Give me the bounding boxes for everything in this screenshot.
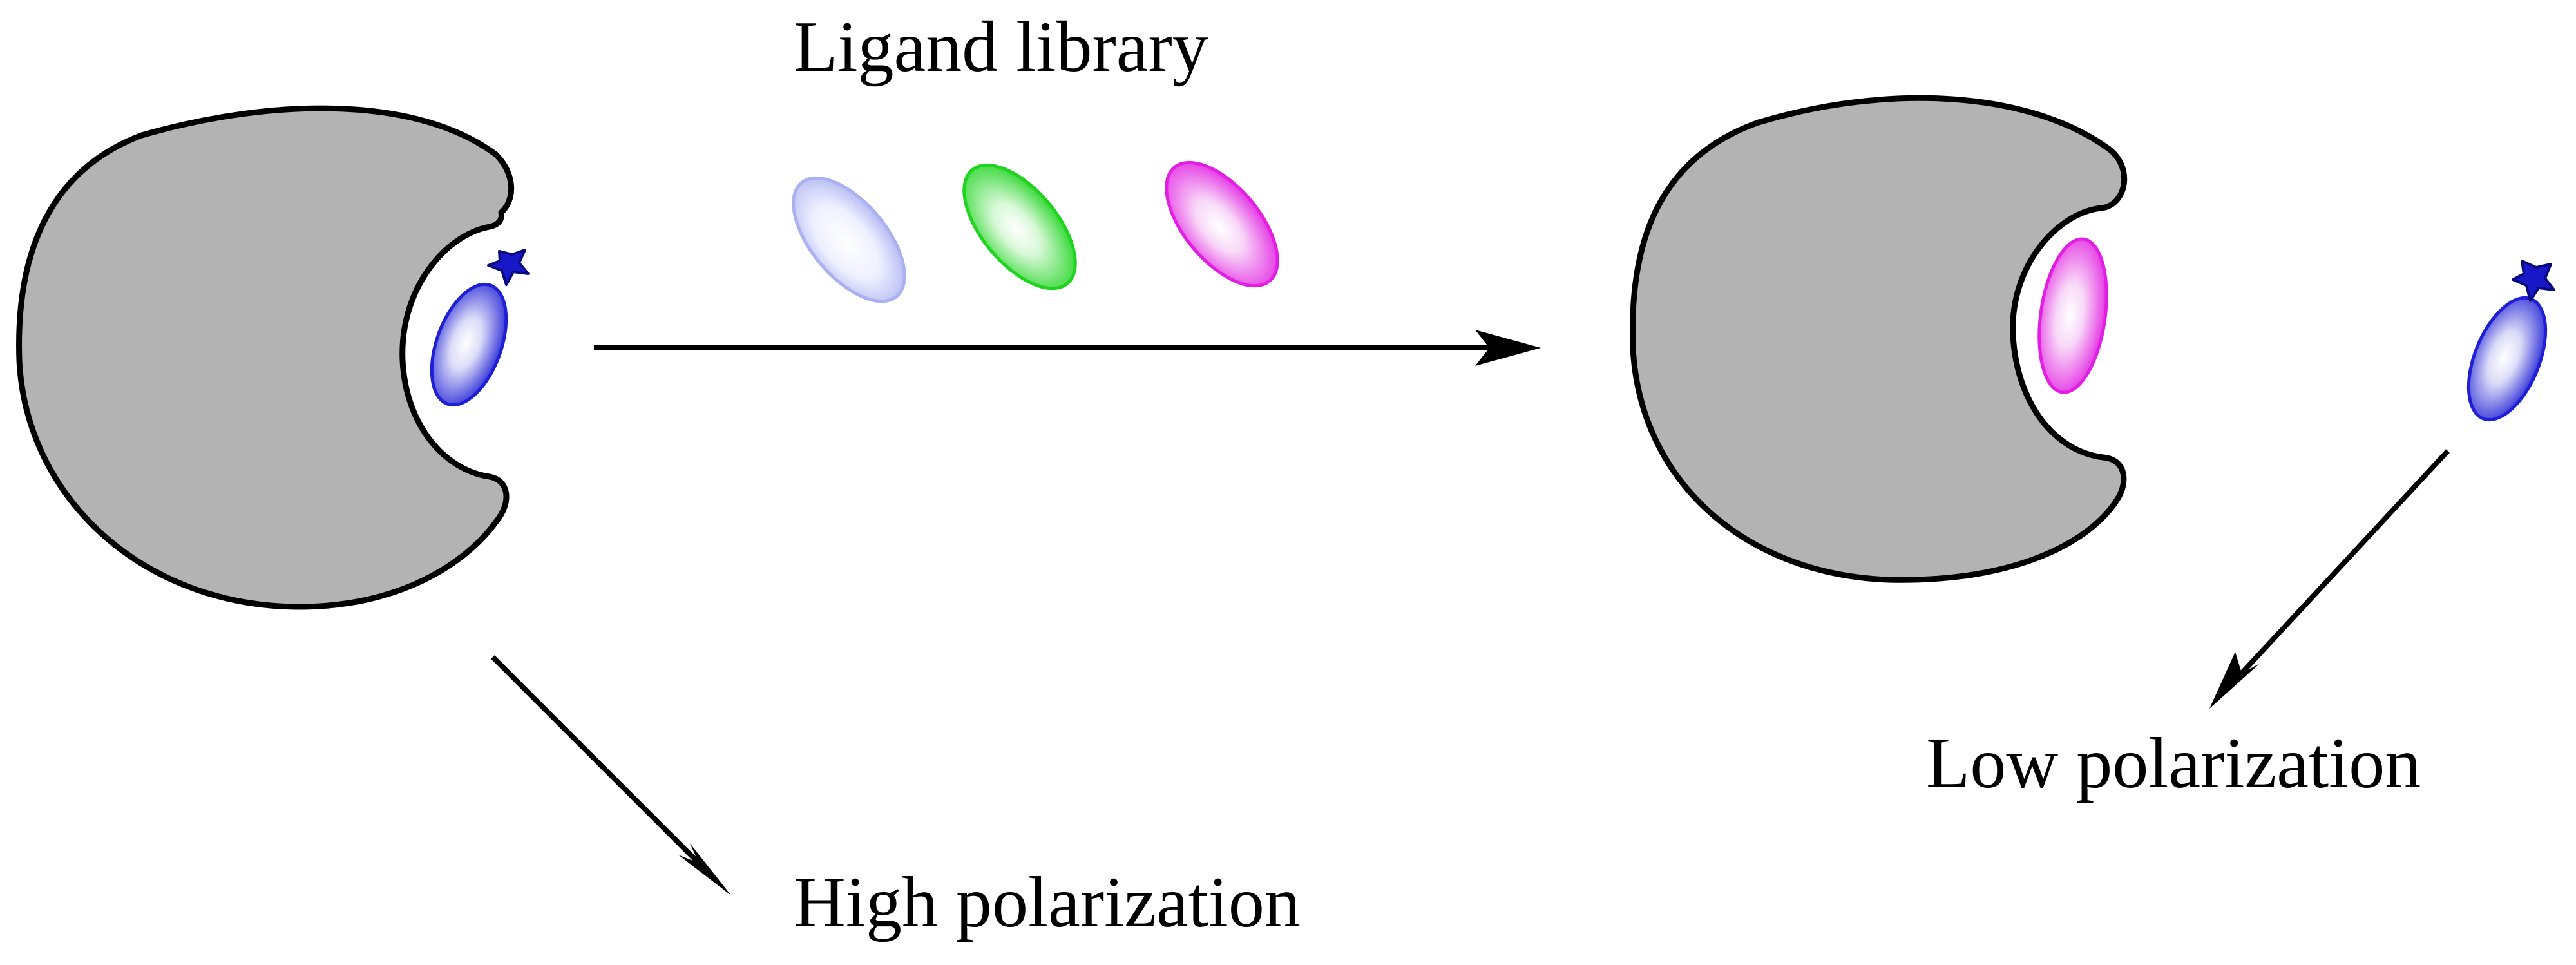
low-polarization-label: Low polarization	[1926, 723, 2421, 803]
ligand-lavender	[792, 176, 906, 303]
arrow-high-head	[678, 843, 731, 895]
ligand-magenta	[1165, 160, 1279, 288]
tracer-bound-ellipse	[430, 282, 508, 407]
tracer-free-star-icon	[2512, 260, 2555, 302]
main-arrow	[594, 330, 1541, 366]
high-polarization-label: High polarization	[794, 863, 1301, 942]
arrow-high	[491, 655, 731, 895]
tracer-free-ellipse	[2466, 296, 2548, 422]
arrow-low-head	[2209, 652, 2260, 709]
arrow-low	[2209, 449, 2450, 709]
protein-left	[16, 105, 515, 610]
ligand-library-label: Ligand library	[794, 7, 1208, 87]
protein-right-body	[1630, 95, 2128, 583]
tracer-bound	[430, 249, 530, 407]
ligand-green	[962, 163, 1077, 291]
protein-right	[1630, 95, 2128, 583]
ligand-library	[792, 160, 1279, 303]
protein-left-body	[16, 105, 515, 610]
tracer-free	[2466, 260, 2555, 422]
tracer-bound-star-icon	[487, 249, 530, 286]
ligand-bound-magenta	[2037, 237, 2108, 394]
main-arrow-head	[1475, 330, 1541, 366]
